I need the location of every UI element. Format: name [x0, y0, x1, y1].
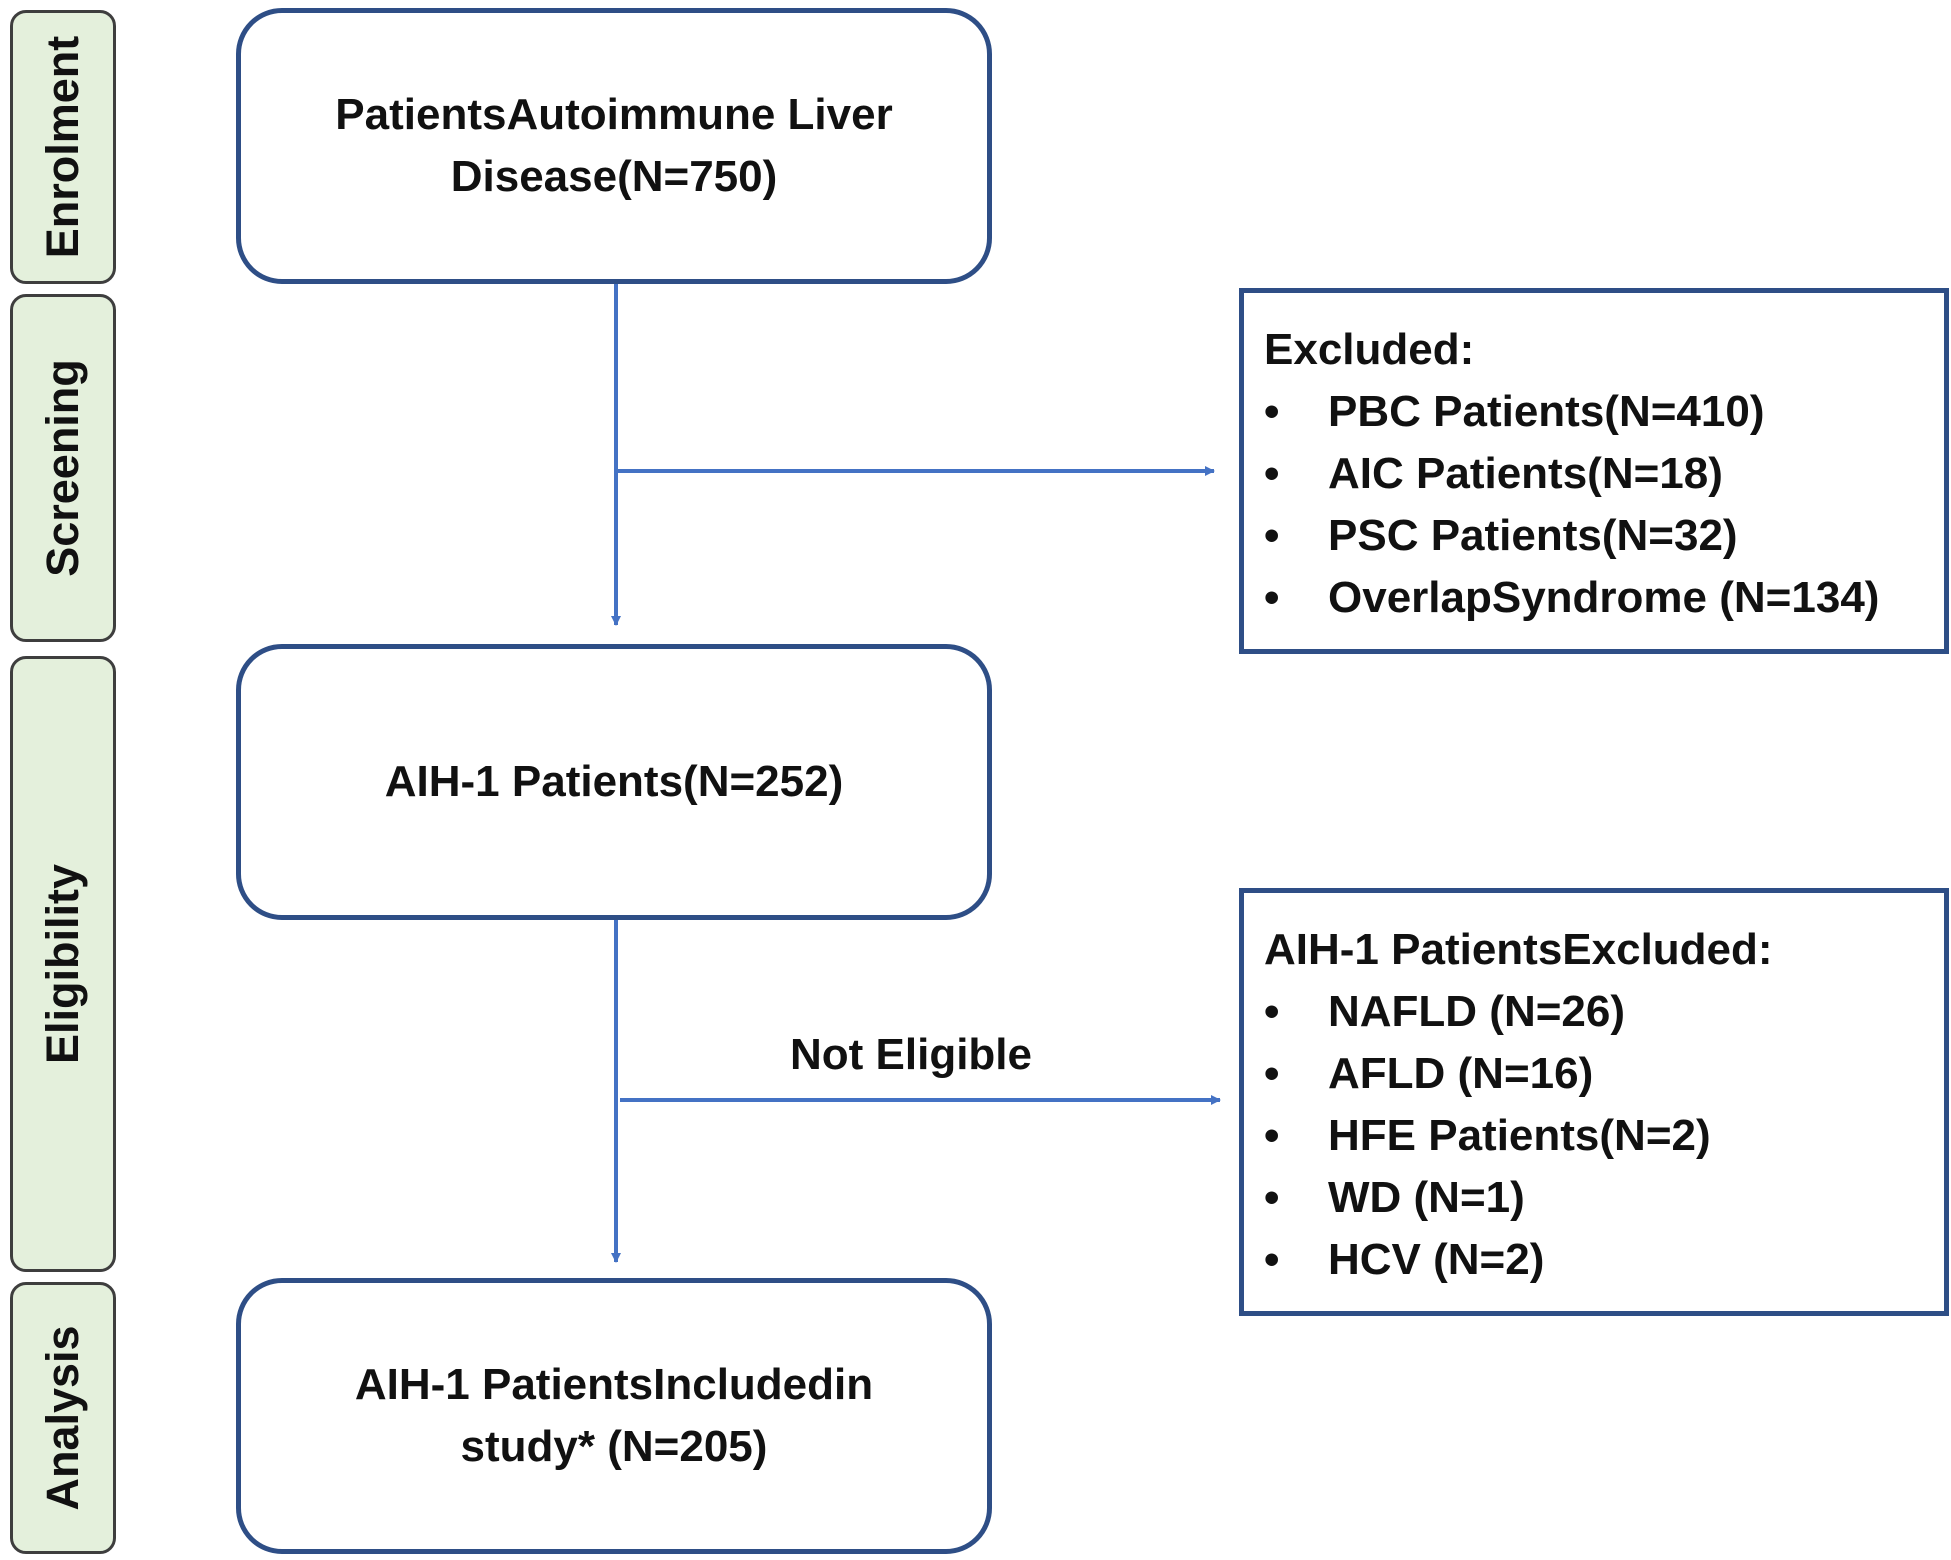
- enrolment-box-text: PatientsAutoimmune Liver Disease(N=750): [295, 84, 932, 208]
- excluded-item: PBC Patients(N=410): [1264, 381, 1944, 443]
- eligible-box: AIH-1 Patients(N=252): [236, 644, 992, 920]
- enrolment-box-line2: Disease(N=750): [450, 152, 778, 201]
- not-eligible-label: Not Eligible: [790, 1030, 1032, 1079]
- excluded-item: HFE Patients(N=2): [1264, 1105, 1944, 1167]
- enrolment-box-line1: PatientsAutoimmune Liver: [335, 90, 893, 139]
- excluded-item: HCV (N=2): [1264, 1229, 1944, 1291]
- excluded-item: AIC Patients(N=18): [1264, 443, 1944, 505]
- excluded-item: OverlapSyndrome (N=134): [1264, 567, 1944, 629]
- eligible-box-text: AIH-1 Patients(N=252): [345, 751, 883, 813]
- phase-screening: Screening: [10, 294, 116, 642]
- eligible-box-line1: AIH-1 Patients(N=252): [384, 757, 844, 806]
- excluded-box-screening-title: Excluded:: [1264, 325, 1475, 374]
- analysis-box-line1: AIH-1 PatientsIncludedin: [354, 1360, 874, 1409]
- excluded-item: AFLD (N=16): [1264, 1043, 1944, 1105]
- analysis-box-line2: study* (N=205): [460, 1422, 768, 1471]
- phase-analysis: Analysis: [10, 1282, 116, 1554]
- phase-enrolment: Enrolment: [10, 10, 116, 284]
- analysis-box-text: AIH-1 PatientsIncludedin study* (N=205): [315, 1354, 913, 1478]
- phase-eligibility: Eligibility: [10, 656, 116, 1272]
- excluded-box-screening: Excluded: PBC Patients(N=410) AIC Patien…: [1239, 288, 1949, 654]
- excluded-item: PSC Patients(N=32): [1264, 505, 1944, 567]
- excluded-list-screening: PBC Patients(N=410) AIC Patients(N=18) P…: [1264, 381, 1944, 629]
- excluded-item: WD (N=1): [1264, 1167, 1944, 1229]
- excluded-list-eligibility: NAFLD (N=26) AFLD (N=16) HFE Patients(N=…: [1264, 981, 1944, 1291]
- excluded-box-eligibility-title: AIH-1 PatientsExcluded:: [1264, 925, 1773, 974]
- enrolment-box: PatientsAutoimmune Liver Disease(N=750): [236, 8, 992, 284]
- analysis-box: AIH-1 PatientsIncludedin study* (N=205): [236, 1278, 992, 1554]
- excluded-item: NAFLD (N=26): [1264, 981, 1944, 1043]
- excluded-box-eligibility: AIH-1 PatientsExcluded: NAFLD (N=26) AFL…: [1239, 888, 1949, 1316]
